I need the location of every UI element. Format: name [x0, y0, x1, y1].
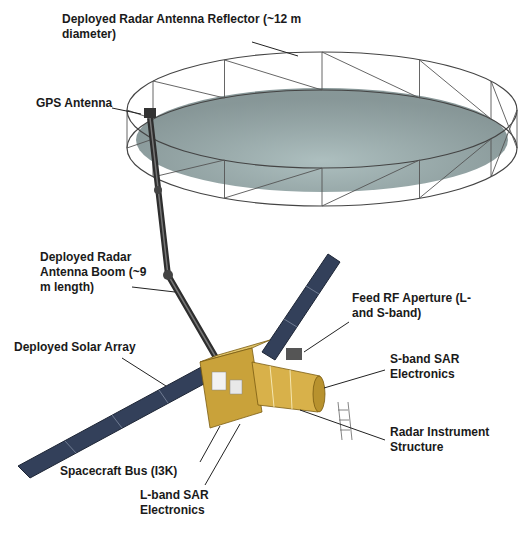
callout-label: Spacecraft Bus (I3K)	[60, 464, 210, 479]
reflector-truss	[127, 52, 517, 206]
callout-label: Feed RF Aperture (L- and S-band)	[352, 291, 482, 321]
callout-label: S-band SAR Electronics	[390, 352, 510, 382]
callout-label: Deployed Solar Array	[14, 340, 164, 355]
gps-antenna	[144, 108, 156, 118]
feed-aperture	[286, 348, 302, 360]
reflector-rim-top	[127, 52, 517, 168]
callout-label: GPS Antenna	[36, 96, 126, 111]
callout-label: Radar Instrument Structure	[390, 425, 515, 455]
leader-lines	[112, 42, 385, 485]
radar-instrument-structure	[252, 348, 352, 440]
callout-label: Deployed Radar Antenna Reflector (~12 m …	[62, 12, 302, 42]
antenna-boom	[150, 118, 222, 368]
solar-array-right	[262, 254, 340, 360]
reflector-rim-bottom	[127, 90, 517, 206]
solar-array-left	[18, 365, 215, 478]
callout-label: L-band SAR Electronics	[140, 488, 230, 518]
callout-label: Deployed Radar Antenna Boom (~9 m length…	[40, 250, 148, 295]
